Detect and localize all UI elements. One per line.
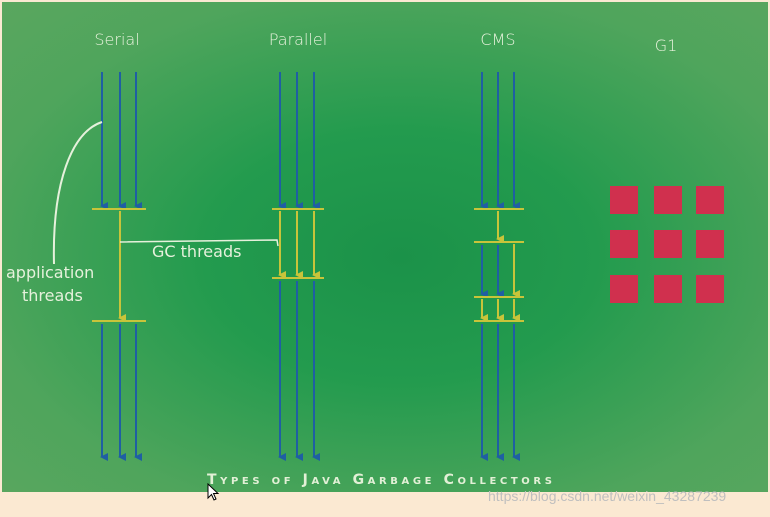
g1-region — [654, 275, 682, 303]
g1-region — [654, 186, 682, 214]
serial-column-title: Serial — [94, 30, 140, 49]
g1-region — [654, 230, 682, 258]
application-threads-label: application threads — [6, 261, 94, 307]
mouse-cursor-icon — [207, 483, 220, 501]
g1-region — [610, 275, 638, 303]
g1-region — [610, 186, 638, 214]
gc-threads-label: GC threads — [152, 242, 242, 261]
parallel-collector — [272, 72, 324, 461]
g1-region — [696, 230, 724, 258]
cms-column-title: CMS — [480, 30, 516, 49]
slide-footer-title: Types of Java Garbage Collectors — [207, 472, 556, 488]
g1-region — [696, 275, 724, 303]
application-threads-pointer — [52, 121, 103, 265]
application-threads-label-line1: application — [6, 263, 95, 282]
slide: Serial Parallel CMS G1 application threa… — [2, 2, 768, 492]
gc-diagram — [52, 72, 524, 461]
cms-collector — [474, 72, 524, 461]
g1-column-title: G1 — [654, 36, 678, 55]
g1-region — [610, 230, 638, 258]
g1-region — [696, 186, 724, 214]
serial-collector — [92, 72, 146, 461]
gc-threads-pointer — [119, 239, 279, 247]
application-threads-label-line2: threads — [22, 286, 83, 305]
parallel-column-title: Parallel — [268, 30, 328, 49]
watermark: https://blog.csdn.net/weixin_43287239 — [488, 488, 727, 504]
